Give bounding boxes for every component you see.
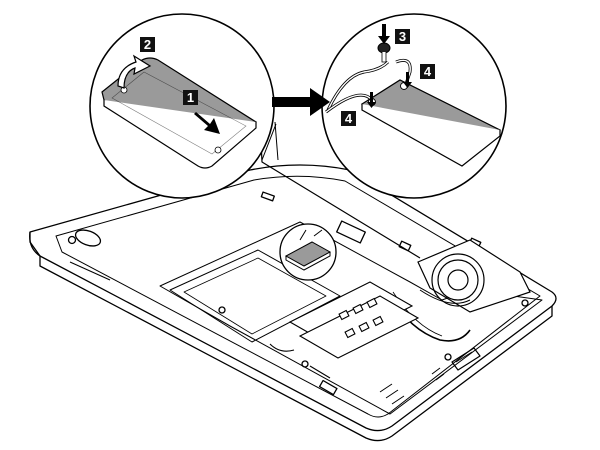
arrow-icon [117, 54, 152, 89]
callout-badge-2: 2 [140, 37, 155, 52]
svg-text:4: 4 [424, 64, 432, 79]
screw-icon [377, 42, 391, 63]
callout-badge-1: 1 [183, 90, 198, 105]
card-slot-location [279, 223, 337, 281]
svg-text:3: 3 [399, 29, 406, 44]
memory-module-icon [269, 281, 420, 379]
laptop-base [29, 119, 557, 442]
arrow-icon [378, 24, 390, 44]
svg-text:4: 4 [345, 111, 353, 126]
arrow-icon [272, 88, 330, 116]
arrow-icon [367, 92, 376, 108]
detail-remove-card [89, 13, 275, 199]
callout-badge-4-right: 4 [420, 64, 435, 79]
arrow-icon [194, 112, 220, 134]
svg-text:2: 2 [144, 37, 151, 52]
callout-badge-3: 3 [395, 29, 410, 44]
fan-icon [389, 239, 531, 342]
arrow-icon [403, 72, 412, 88]
callout-line [261, 123, 277, 161]
svg-text:1: 1 [187, 90, 194, 105]
detail-disconnect-cables [321, 13, 507, 199]
callout-badge-4-left: 4 [341, 111, 356, 126]
